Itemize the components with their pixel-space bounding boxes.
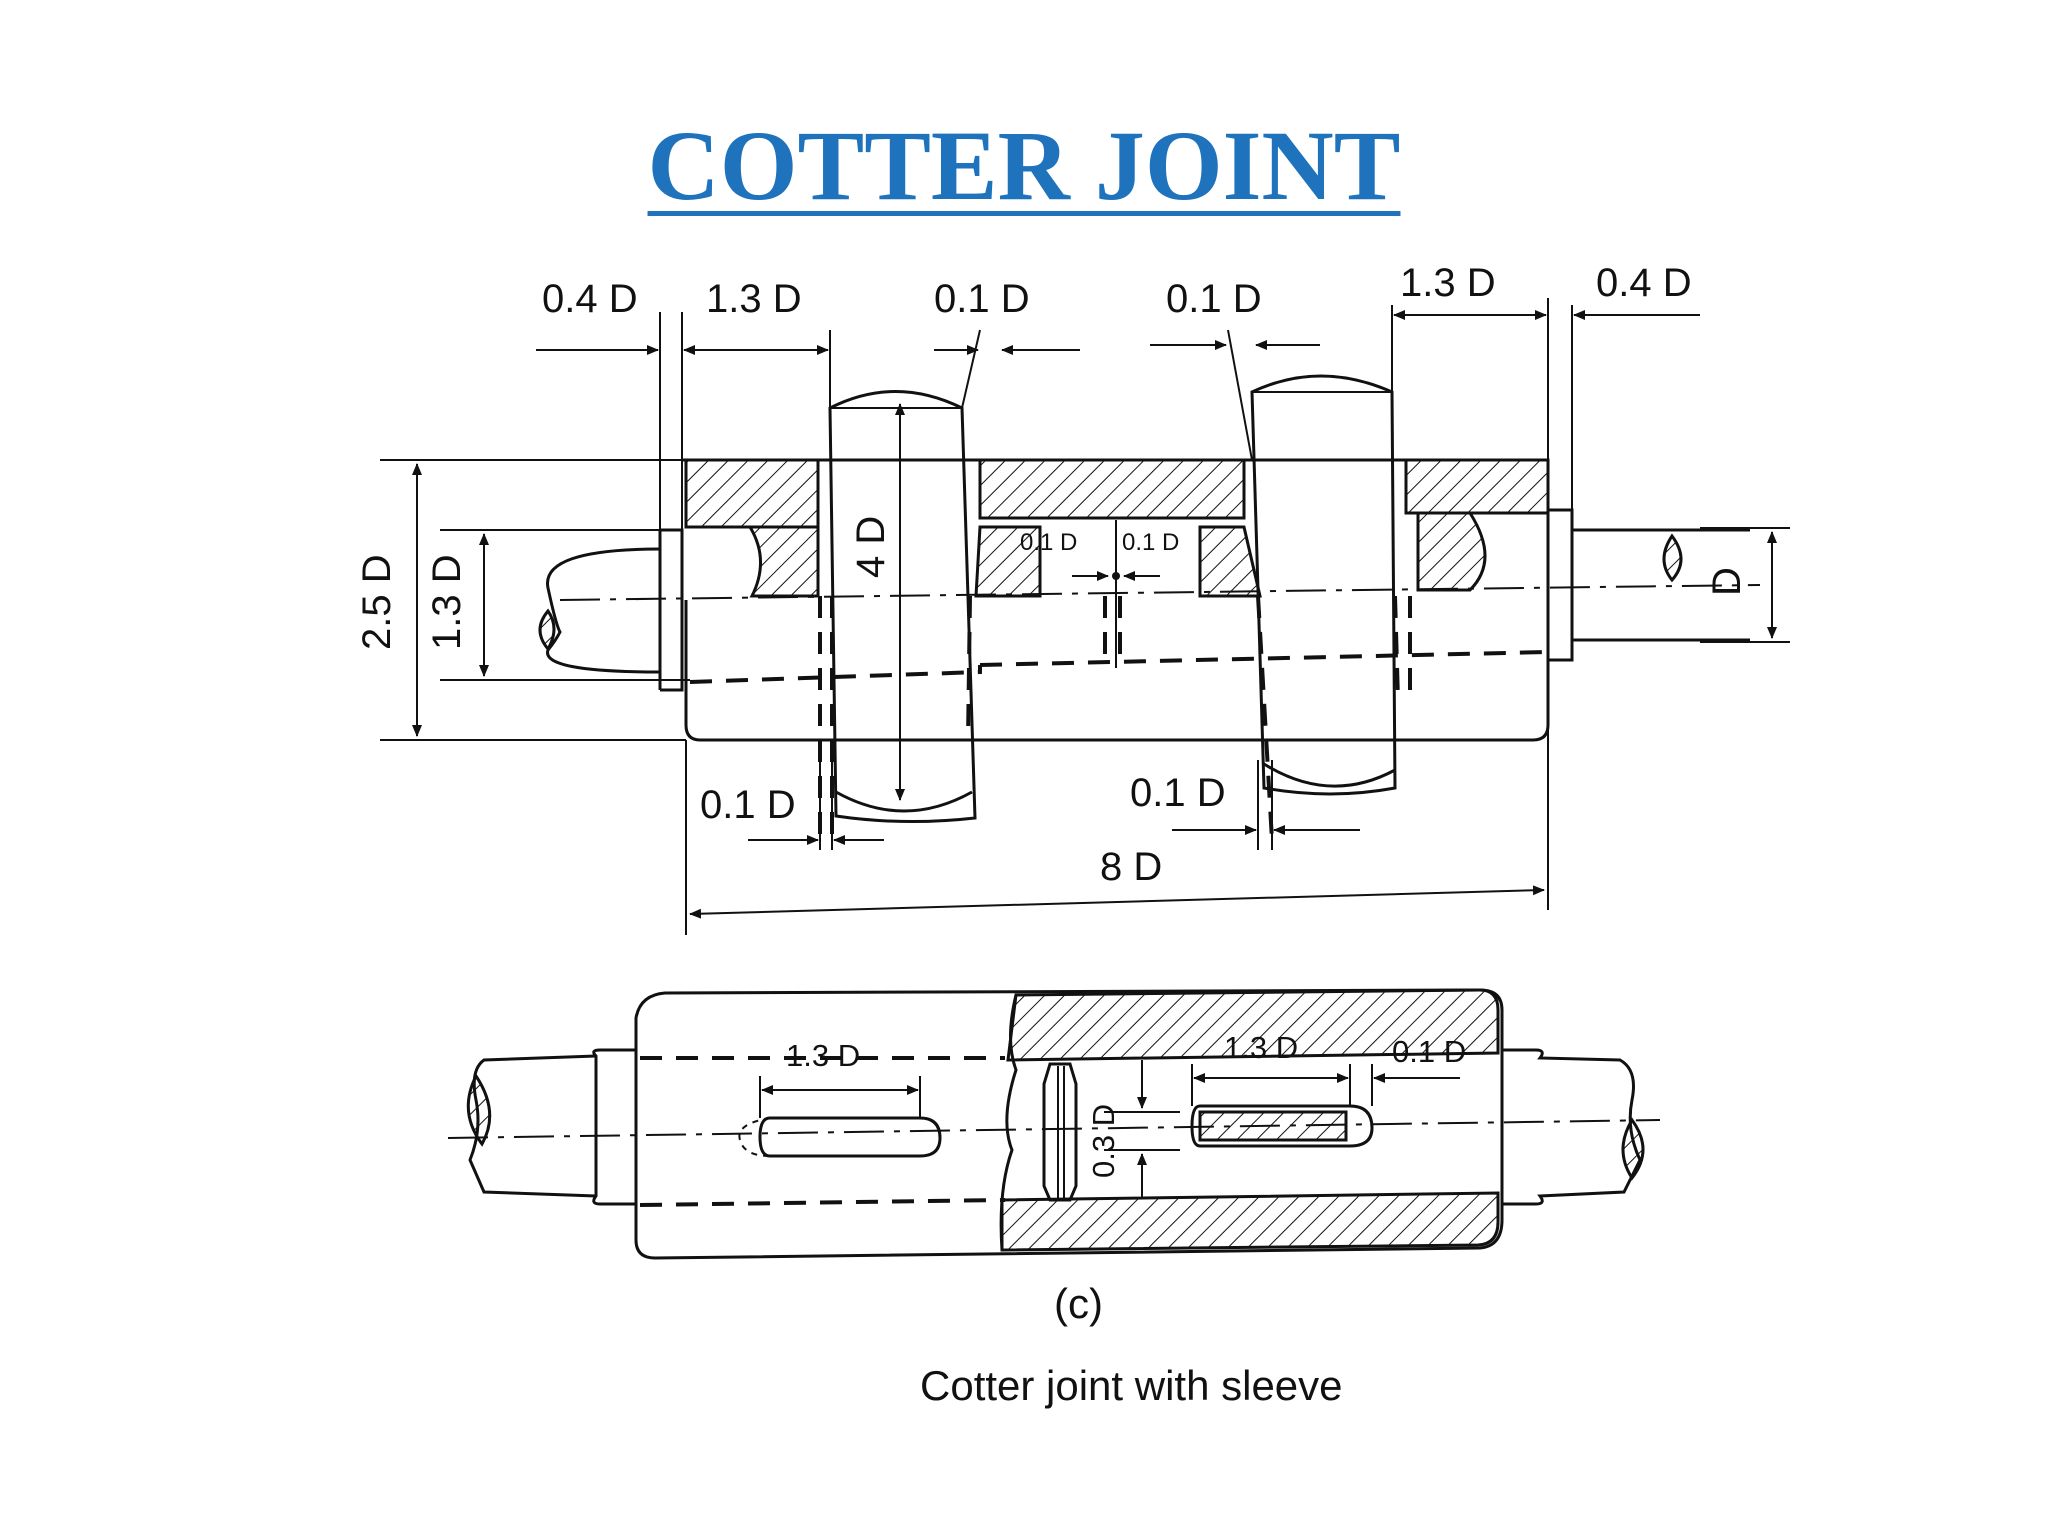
dim-cotter-length: 4 D <box>849 516 893 578</box>
sleeve-wall-top <box>1006 988 1500 1062</box>
dim-rod-dia: D <box>1705 567 1749 596</box>
cotter-section <box>1042 1062 1078 1202</box>
slot-right <box>1190 1104 1374 1148</box>
hidden-slot-right-a <box>1256 595 1274 841</box>
top-view <box>380 298 1790 935</box>
sleeve-section-left <box>684 458 820 529</box>
dim-slot-left: 1.3 D <box>786 1038 860 1073</box>
slot-left <box>758 1116 942 1158</box>
dim-rod-collar-right: 0.4 D <box>1596 261 1692 305</box>
dim-bottom-left: 0.1 D <box>700 783 796 827</box>
dim-sleeve-dia: 2.5 D <box>355 554 399 650</box>
sleeve-wall-bottom <box>1000 1191 1500 1252</box>
rod-end-section-center-left <box>974 525 1042 598</box>
dim-socket-collar-right: 1.3 D <box>1400 261 1496 305</box>
figure-label: (c) <box>1054 1280 1103 1327</box>
right-rod <box>1548 508 1750 662</box>
rod-end-section-left <box>747 525 820 598</box>
dim-cotter-clear-right: 0.1 D <box>1166 277 1262 321</box>
rod-end-section-center-right <box>1198 525 1262 598</box>
bottom-view <box>447 988 1661 1260</box>
dim-gap-right: 0.1 D <box>1122 529 1179 556</box>
sleeve-section-right <box>1404 458 1550 515</box>
dim-socket-collar-left: 1.3 D <box>706 277 802 321</box>
page-title: COTTER JOINT <box>647 110 1401 221</box>
dim-gap-left: 0.1 D <box>1020 529 1077 556</box>
hidden-slot-right-b <box>1393 595 1400 701</box>
hidden-slot-left-c <box>966 595 972 741</box>
rod-end-section-right <box>1416 511 1487 592</box>
sleeve-section-middle <box>978 458 1246 520</box>
right-cotter <box>1250 374 1397 796</box>
left-cotter <box>828 390 977 824</box>
dim-rod-collar-left: 0.4 D <box>542 277 638 321</box>
cotter-in-slot <box>1198 1110 1348 1142</box>
dim-cotter-clear-left: 0.1 D <box>934 277 1030 321</box>
hidden-rod-bottom-right <box>979 650 1549 667</box>
sleeve-body <box>634 988 1504 1260</box>
dim-end-gap: 0.1 D <box>1392 1034 1466 1069</box>
dim-slot-right: 1.3 D <box>1224 1030 1298 1065</box>
dim-line-overall-length <box>689 885 1545 919</box>
dim-bottom-right: 0.1 D <box>1130 771 1226 815</box>
dim-overall: 8 D <box>1100 845 1162 889</box>
hidden-rod-bottom-left <box>689 665 982 684</box>
left-rod-collar <box>660 528 684 692</box>
center-line-top <box>559 584 1761 601</box>
left-rod <box>538 530 662 690</box>
dim-collar-dia: 1.3 D <box>425 554 469 650</box>
figure-caption: Cotter joint with sleeve <box>920 1362 1343 1409</box>
dim-cotter-width: 0.3 D <box>1086 1104 1121 1178</box>
